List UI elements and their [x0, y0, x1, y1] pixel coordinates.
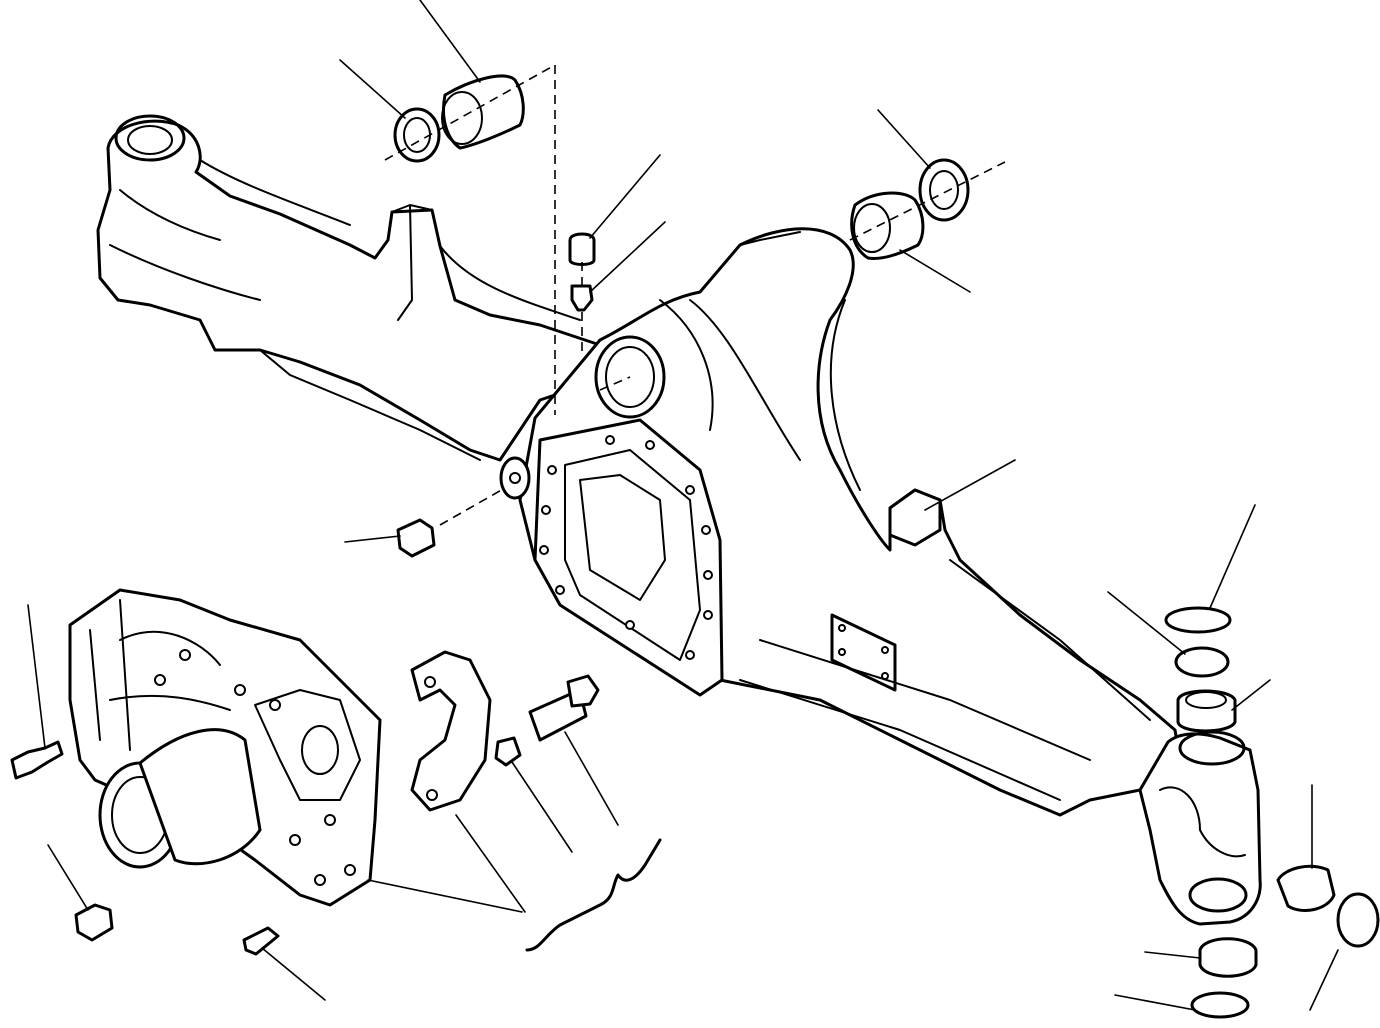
bearing-cap: [410, 650, 492, 812]
bushing: [442, 74, 525, 150]
dowel-pin: [242, 926, 280, 956]
center-lines: [384, 64, 1006, 526]
assembly-brace: [525, 838, 662, 952]
breather-plug: [396, 518, 436, 558]
fitting-cap: [568, 232, 596, 266]
left-trunnion-boss: [96, 119, 614, 462]
upper-shim: [1164, 606, 1232, 634]
grease-nipple: [570, 284, 594, 312]
carrier-bolt-holes: [154, 649, 356, 886]
right-kingpin-parts: [1164, 606, 1380, 1019]
small-fasteners: [10, 518, 600, 956]
side-seal: [1336, 892, 1380, 948]
differential-carrier: [68, 588, 382, 907]
seal-ring-right: [918, 158, 970, 222]
upper-bushing: [1176, 689, 1237, 733]
top-right-bushing-set: [850, 158, 970, 260]
cap-bolt-head: [566, 674, 600, 708]
bushing-right: [850, 191, 925, 260]
left-bolt: [10, 740, 64, 780]
name-plate: [830, 613, 897, 692]
grease-fitting-set: [568, 232, 596, 312]
top-left-bushing-set: [393, 74, 525, 163]
flange-bolt-holes: [539, 435, 713, 660]
seal-ring: [393, 107, 441, 163]
lower-bushing: [1198, 937, 1258, 978]
right-stop-pad: [888, 488, 942, 547]
drain-plug: [74, 903, 114, 942]
side-bushing: [1276, 864, 1336, 912]
callout-leaders: [27, 0, 1339, 1011]
lower-shim: [1190, 991, 1250, 1019]
lock-nut: [494, 736, 522, 767]
upper-seal: [1174, 646, 1230, 678]
left-boss-bore: [114, 114, 186, 162]
right-lower-bore: [1188, 877, 1248, 913]
axle-housing: [96, 114, 1262, 926]
